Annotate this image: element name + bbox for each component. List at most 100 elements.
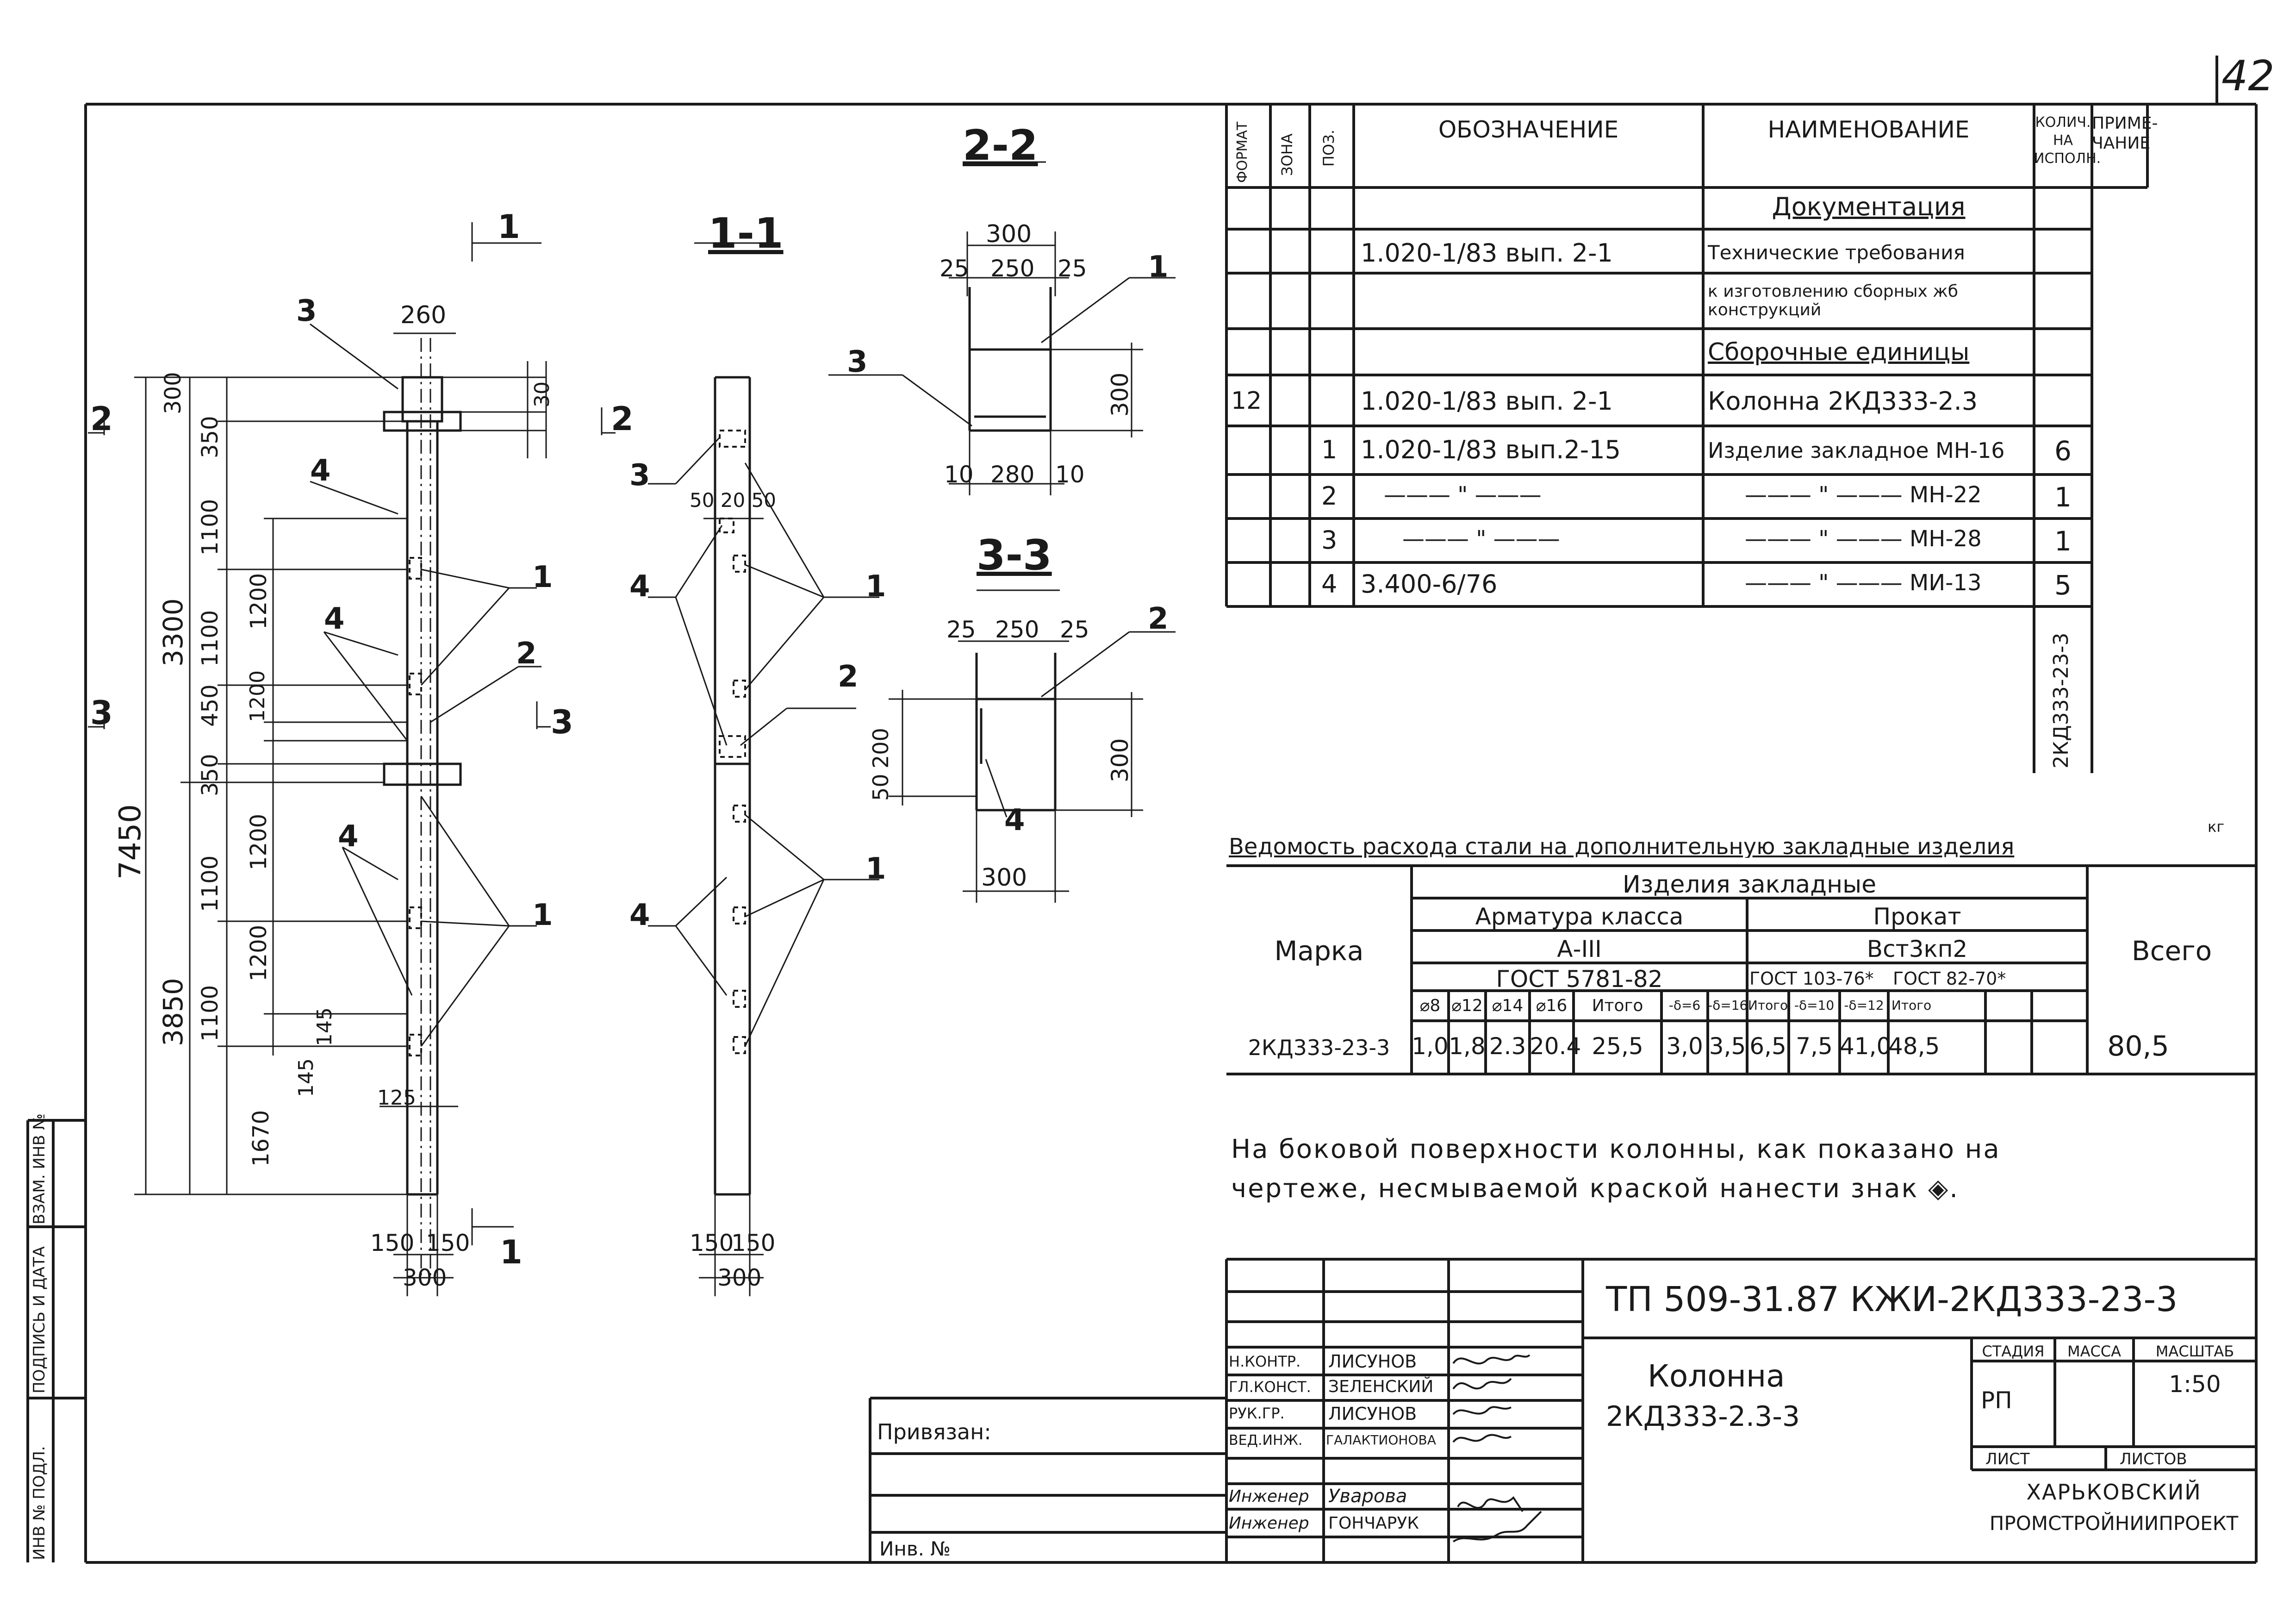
spec-row-4-name: Сборочные единицы: [1708, 338, 1970, 366]
steel-rolled-grade: Вст3кп2: [1867, 936, 1968, 962]
spec-header-pos: ПОЗ.: [1320, 130, 1338, 167]
dim-150-a: 150: [370, 1230, 415, 1256]
cut-mark-2-right: 2: [611, 400, 634, 438]
steel-sub-header-2: ⌀12: [1451, 996, 1483, 1015]
steel-value-7: 3,5: [1709, 1033, 1746, 1060]
spec-row-9-pos: 4: [1321, 569, 1338, 599]
dim-150-b: 150: [426, 1230, 470, 1256]
leader-label-1-elev-a: 1: [532, 560, 553, 594]
steel-sub-header-10: -δ=12: [1844, 998, 1884, 1013]
steel-rebar-class: А-III: [1557, 936, 1602, 962]
steel-sub-header-7: -δ=16: [1708, 998, 1748, 1013]
role-6: Инженер: [1229, 1514, 1309, 1533]
leader-label-1-elev-b: 1: [532, 898, 553, 932]
dim-150-1-1-b: 150: [731, 1230, 776, 1256]
dim-3850: 3850: [157, 978, 189, 1046]
spec-row-5-designation: 1.020-1/83 вып. 2-1: [1361, 387, 1613, 416]
section-title-2-2: 2-2: [963, 121, 1038, 170]
spec-row-8-designation: ——— " ———: [1402, 526, 1560, 552]
dim-300-top: 300: [160, 372, 186, 414]
dim-50-3-3: 50: [868, 774, 893, 801]
steel-value-10: 41,0: [1840, 1033, 1892, 1060]
spec-row-2-name: Технические требования: [1708, 241, 1965, 264]
stage-value: РП: [1981, 1387, 2012, 1414]
steel-header-mark: Марка: [1274, 935, 1364, 967]
dim-300-2-2: 300: [986, 220, 1032, 248]
role-3: РУК.ГР.: [1229, 1405, 1285, 1422]
section-title-3-3: 3-3: [977, 531, 1052, 580]
leader-label-3-2-2: 3: [847, 345, 868, 379]
spec-header-qty: КОЛИЧ. НА ИСПОЛН.: [2034, 114, 2101, 167]
mass-header: МАССА: [2067, 1343, 2122, 1360]
sheets-header: ЛИСТОВ: [2120, 1450, 2187, 1468]
cut-mark-2-left: 2: [90, 400, 113, 438]
leader-label-4-elev-b: 4: [324, 602, 345, 636]
steel-header-embedded: Изделия закладные: [1622, 871, 1877, 899]
dim-1670: 1670: [248, 1110, 274, 1167]
dim-350-mid: 350: [197, 754, 223, 796]
steel-rolled-gost-1: ГОСТ 103-76*: [1749, 968, 1874, 989]
person-6: ГОНЧАРУК: [1328, 1514, 1419, 1533]
dim-125: 125: [377, 1086, 416, 1110]
dim-450: 450: [197, 684, 223, 727]
steel-value-1: 1,0: [1412, 1033, 1449, 1060]
spec-row-5-name: Колонна 2КД333-2.3: [1708, 387, 1978, 416]
person-5: Уварова: [1328, 1486, 1407, 1507]
person-3: ЛИСУНОВ: [1328, 1404, 1417, 1424]
dim-10-2-2-a: 10: [944, 461, 974, 488]
spec-row-7-designation: ——— " ———: [1384, 482, 1542, 508]
steel-total-value: 80,5: [2107, 1030, 2169, 1062]
dim-250-2-2: 250: [990, 255, 1035, 282]
spec-vertical-mark: 2КД333-23-3: [2049, 632, 2073, 768]
steel-value-2: 1,8: [1449, 1033, 1486, 1060]
steel-sub-header-9: -δ=10: [1794, 998, 1835, 1013]
stage-header: СТАДИЯ: [1982, 1343, 2045, 1360]
spec-header-format: ФОРМАТ: [1234, 121, 1251, 183]
spec-row-8-pos: 3: [1321, 525, 1338, 555]
org-line-2: ПРОМСТРОЙНИИПРОЕКТ: [1989, 1512, 2239, 1535]
spec-row-6-name: Изделие закладное МН-16: [1708, 438, 2005, 463]
object-mark: 2КД333-2.3-3: [1606, 1400, 1800, 1433]
section-title-1-1: 1-1: [708, 209, 784, 258]
dim-1100-d: 1100: [197, 985, 223, 1042]
leader-label-3-elev: 3: [296, 294, 317, 328]
cut-mark-1-bottom: 1: [500, 1233, 523, 1271]
steel-header-rebar: Арматура класса: [1475, 903, 1684, 930]
dim-1100-a: 1100: [197, 499, 223, 556]
dim-50-20-50: 50 20 50: [690, 489, 777, 512]
spec-row-7-qty: 1: [2054, 481, 2072, 513]
scale-value: 1:50: [2169, 1371, 2221, 1398]
bound-label: Привязан:: [877, 1419, 991, 1444]
spec-header-zone: ЗОНА: [1278, 133, 1296, 176]
org-line-1: ХАРЬКОВСКИЙ: [2026, 1480, 2202, 1505]
spec-row-7-name: ——— " ——— МН-22: [1745, 482, 1982, 508]
dim-300-2-2-v: 300: [1107, 372, 1133, 417]
spec-row-1-name: Документация: [1772, 192, 1966, 221]
steel-sub-header-4: ⌀16: [1536, 996, 1568, 1015]
steel-header-rolled: Прокат: [1873, 903, 1961, 930]
dim-1200-b: 1200: [246, 670, 269, 722]
dim-3300: 3300: [157, 598, 189, 667]
steel-sub-header-1: ⌀8: [1419, 996, 1441, 1015]
steel-sub-header-8: Итого: [1748, 998, 1788, 1013]
spec-row-8-qty: 1: [2054, 525, 2072, 557]
steel-row-mark: 2КД333-23-3: [1248, 1035, 1390, 1060]
leader-label-4-elev-c: 4: [338, 819, 359, 854]
dim-25-3-3-a: 25: [946, 616, 976, 643]
doc-code: ТП 509-31.87 КЖИ-2КД333-23-3: [1606, 1280, 2178, 1319]
role-5: Инженер: [1229, 1487, 1309, 1506]
leader-label-2-1-1: 2: [838, 660, 859, 694]
side-sign-date: ПОДПИСЬ И ДАТА: [30, 1246, 49, 1393]
steel-value-6: 3,0: [1666, 1033, 1703, 1060]
steel-sub-header-6: -δ=6: [1668, 998, 1701, 1013]
steel-value-9: 7,5: [1796, 1033, 1833, 1060]
spec-row-9-qty: 5: [2054, 569, 2072, 601]
steel-value-5: 25,5: [1592, 1033, 1643, 1060]
spec-row-2-designation: 1.020-1/83 вып. 2-1: [1361, 238, 1613, 268]
dim-1100-c: 1100: [197, 855, 223, 912]
steel-sub-header-11: Итого: [1891, 998, 1932, 1013]
leader-label-2-elev: 2: [516, 637, 537, 671]
dim-25-2-2-b: 25: [1058, 255, 1087, 282]
role-4: ВЕД.ИНЖ.: [1229, 1432, 1303, 1449]
